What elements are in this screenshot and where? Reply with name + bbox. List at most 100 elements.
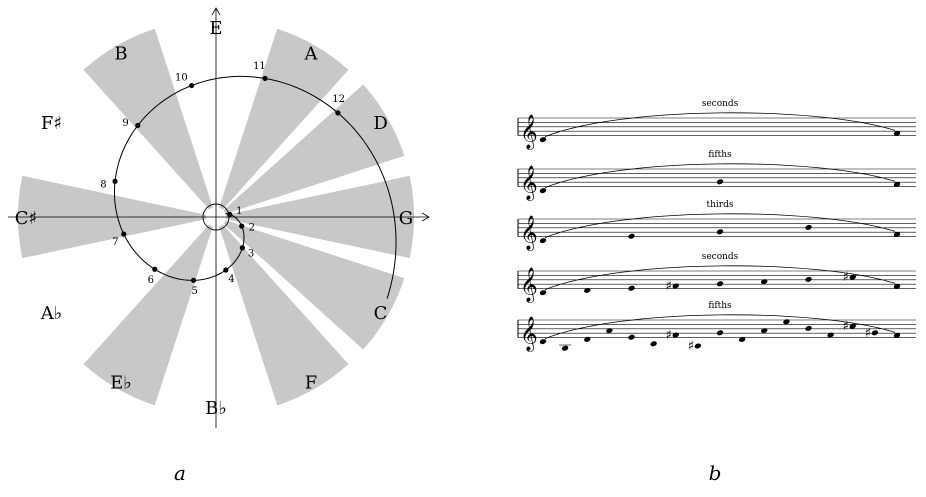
note-label-g: G (399, 208, 413, 229)
spiral-point-label-11: 11 (253, 61, 266, 72)
note-head (584, 336, 591, 342)
musical-staves: 𝄞seconds𝄞fifths𝄞thirds𝄞seconds♯♯𝄞fifths♯… (517, 99, 916, 485)
note-label-b: B (114, 43, 127, 64)
note-head (761, 328, 768, 334)
note-label-c-sharp: C♯ (15, 208, 37, 229)
sharp-icon: ♯ (843, 270, 849, 285)
note-label-c: C (374, 303, 388, 324)
note-label-f-sharp: F♯ (41, 113, 62, 134)
staff-title: seconds (702, 252, 739, 262)
note-head (849, 274, 856, 280)
note-head (716, 330, 724, 336)
vertical-axis-arrow (211, 7, 221, 16)
slur (544, 213, 896, 238)
note-head (783, 319, 790, 325)
wedge-e-flat (83, 224, 213, 406)
note-head (672, 332, 679, 338)
note-head (738, 336, 746, 342)
horizontal-axis-arrow (421, 212, 430, 222)
axes (8, 7, 430, 428)
note-label-a: A (304, 43, 319, 64)
treble-clef-icon: 𝄞 (520, 115, 538, 151)
note-head (628, 285, 635, 291)
treble-clef-icon: 𝄞 (520, 216, 538, 252)
spiral-point-2 (239, 223, 245, 229)
wedge-f (219, 224, 349, 406)
sharp-icon: ♯ (843, 319, 849, 334)
note-head (539, 339, 547, 345)
note-head (827, 332, 834, 338)
note-head (584, 287, 591, 293)
sharp-icon: ♯ (666, 279, 672, 294)
note-head (871, 330, 879, 336)
staff-3: 𝄞 thirds (517, 200, 916, 252)
note-head (893, 231, 901, 237)
note-label-e-flat: E♭ (110, 373, 132, 394)
note-head (539, 238, 547, 244)
note-head (650, 341, 657, 347)
spiral-point-10 (189, 82, 195, 89)
note-head (716, 281, 724, 287)
spiral-point-label-5: 5 (191, 286, 197, 297)
spiral-point-3 (239, 245, 245, 251)
spiral-point-9 (135, 122, 141, 129)
spiral-point-label-10: 10 (175, 73, 188, 84)
note-label-a-flat: A♭ (40, 303, 63, 324)
treble-clef-icon: 𝄞 (520, 268, 538, 304)
spiral-point-label-2: 2 (249, 222, 255, 233)
sharp-icon: ♯ (688, 339, 694, 354)
staff-5: 𝄞fifths♯♯♯♯ (517, 301, 916, 354)
slur (544, 112, 896, 137)
staff-title: thirds (707, 200, 734, 210)
note-head (672, 283, 679, 289)
spiral-point-7 (121, 231, 127, 237)
note-head (893, 130, 901, 136)
spiral-point-label-1: 1 (236, 206, 242, 217)
note-head (539, 137, 547, 143)
spiral-point-4 (223, 267, 229, 273)
staff-1: 𝄞 seconds (517, 99, 916, 151)
note-head (539, 188, 547, 194)
sharp-icon: ♯ (865, 326, 871, 341)
note-head (694, 343, 702, 349)
note-head (539, 290, 547, 296)
spiral-point-label-7: 7 (112, 237, 118, 248)
slur (544, 163, 896, 188)
staff-title: fifths (708, 150, 732, 160)
spiral-point-5 (190, 277, 197, 283)
note-head (628, 233, 635, 239)
note-label-f: F (305, 373, 318, 394)
note-head (805, 325, 812, 331)
treble-clef-icon: 𝄞 (520, 166, 538, 202)
note-head (849, 323, 856, 329)
spiral-point-label-9: 9 (122, 118, 128, 129)
wedge-a (219, 28, 349, 210)
note-head (606, 328, 613, 334)
panel-b-label: b (709, 461, 722, 485)
spiral-point-6 (152, 266, 158, 272)
wedge-c (223, 220, 405, 350)
spiral-point-12 (335, 110, 341, 116)
spiral-point-11 (262, 75, 268, 82)
wedge-b (83, 28, 213, 210)
note-head (628, 334, 635, 340)
panel-a-label: a (174, 461, 186, 485)
spiral-point-1 (227, 211, 233, 218)
spiral-point-label-4: 4 (228, 274, 234, 285)
note-head (761, 279, 768, 285)
spiral-point-label-3: 3 (248, 248, 254, 259)
note-head (893, 283, 901, 289)
staff-title: seconds (702, 99, 739, 109)
note-head (893, 332, 901, 338)
spiral-point-label-12: 12 (332, 94, 345, 105)
note-label-e: E (209, 18, 222, 39)
note-head (561, 345, 569, 351)
note-head (716, 229, 724, 235)
slur (544, 314, 896, 339)
note-head (805, 224, 812, 230)
note-head (716, 179, 724, 185)
